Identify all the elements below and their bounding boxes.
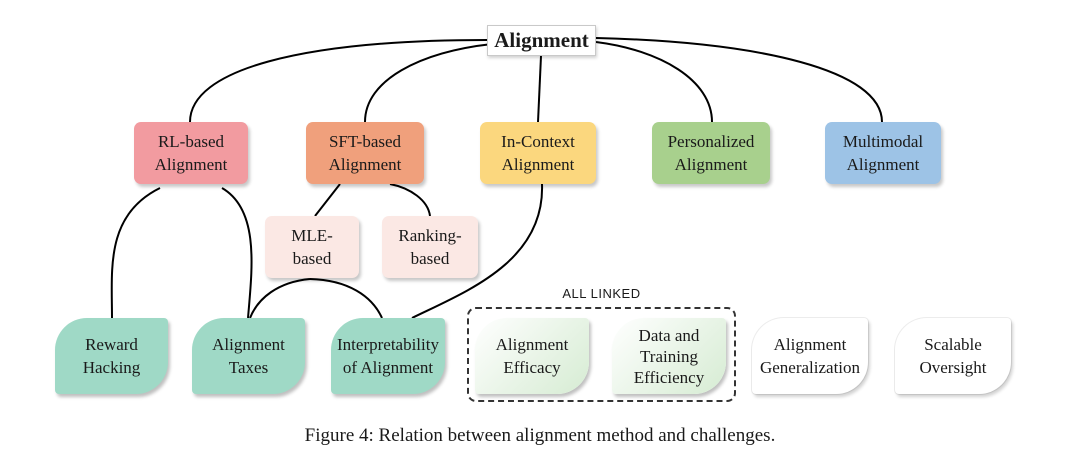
method-sft-based: SFT-based Alignment — [306, 122, 424, 184]
challenge-label-line2: of Alignment — [342, 358, 434, 377]
challenge-label-line1: Alignment — [773, 335, 847, 354]
edge-root-sft — [364, 43, 493, 123]
edge-root-pers — [595, 41, 713, 123]
method-label-line1: Multimodal — [842, 132, 924, 151]
challenge-label-line2: Hacking — [82, 358, 141, 377]
challenge-alignment-taxes: Alignment Taxes — [192, 318, 305, 394]
challenge-data-training-efficiency: Data and Training Efficiency — [612, 318, 726, 394]
method-rl-based: RL-based Alignment — [134, 122, 248, 184]
method-personalized: Personalized Alignment — [652, 122, 770, 184]
edge-root-mm — [595, 37, 883, 123]
subtype-label-line2: based — [410, 249, 450, 268]
challenge-label-line1: Reward — [85, 335, 138, 354]
challenge-label-line2: Oversight — [919, 358, 987, 377]
method-in-context: In-Context Alignment — [480, 122, 596, 184]
challenge-label-line1: Alignment — [495, 335, 569, 354]
challenge-alignment-generalization: Alignment Generalization — [752, 318, 868, 394]
edge-rl-taxes — [221, 187, 253, 319]
challenge-interpretability: Interpretability of Alignment — [331, 318, 445, 394]
method-label-line1: SFT-based — [328, 132, 402, 151]
method-label-line1: In-Context — [501, 132, 575, 151]
edge-mle-taxes — [249, 278, 311, 319]
edge-icl-interp — [411, 183, 544, 319]
edge-rl-reward — [110, 187, 161, 319]
challenge-label-line2: Taxes — [228, 358, 269, 377]
all-linked-group — [467, 307, 736, 402]
method-label-line1: Personalized — [667, 132, 755, 151]
challenge-alignment-efficacy: Alignment Efficacy — [475, 318, 589, 394]
edge-mle-interp — [309, 278, 383, 319]
challenge-label-line2: Training — [640, 346, 698, 366]
all-linked-label: ALL LINKED — [562, 286, 641, 301]
figure-caption: Figure 4: Relation between alignment met… — [304, 425, 776, 446]
subtype-ranking-based: Ranking- based — [382, 216, 478, 278]
subtype-label-line2: based — [292, 249, 332, 268]
edge-sft-mle — [314, 183, 341, 217]
method-label-line2: Alignment — [154, 155, 228, 174]
challenge-label-line1: Scalable — [924, 335, 982, 354]
method-label-line2: Alignment — [328, 155, 402, 174]
subtype-label-line1: MLE- — [291, 226, 333, 245]
method-multimodal: Multimodal Alignment — [825, 122, 941, 184]
subtype-label-line1: Ranking- — [398, 226, 462, 245]
challenge-scalable-oversight: Scalable Oversight — [895, 318, 1011, 394]
challenge-label-line3: Efficiency — [633, 367, 705, 387]
subtype-mle-based: MLE- based — [265, 216, 359, 278]
challenge-label-line2: Efficacy — [503, 358, 561, 377]
method-label-line2: Alignment — [501, 155, 575, 174]
challenge-reward-hacking: Reward Hacking — [55, 318, 168, 394]
edge-root-rl — [189, 39, 488, 123]
challenge-label-line2: Generalization — [759, 358, 861, 377]
challenge-label-line1: Data and — [638, 325, 700, 345]
challenge-label-line1: Interpretability — [337, 335, 439, 354]
challenge-label-line1: Alignment — [212, 335, 285, 354]
edge-root-icl — [537, 55, 542, 123]
method-label-line2: Alignment — [674, 155, 748, 174]
method-label-line1: RL-based — [157, 132, 225, 151]
root-node-alignment: Alignment — [487, 25, 596, 56]
method-label-line2: Alignment — [846, 155, 920, 174]
edge-sft-ranking — [389, 183, 431, 217]
